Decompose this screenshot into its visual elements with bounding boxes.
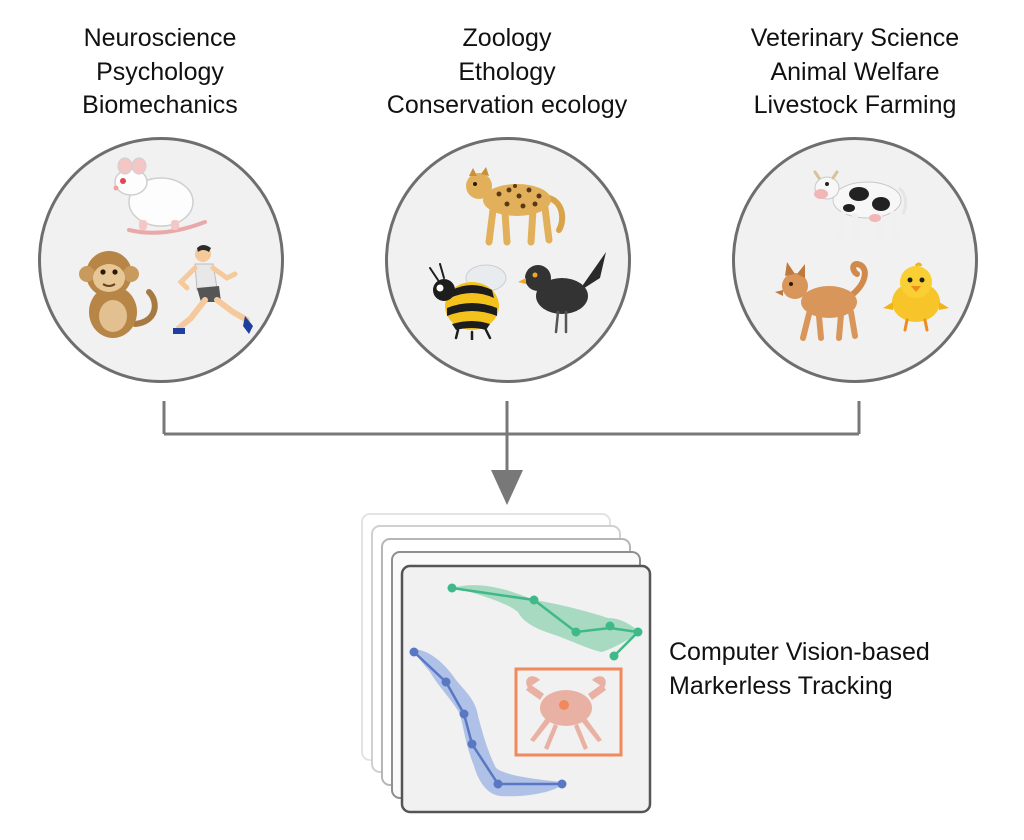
field-group-veterinary: Veterinary Science Animal Welfare Livest… <box>695 22 1015 123</box>
keypoint <box>557 779 567 789</box>
green-fish-silhouette <box>452 585 640 652</box>
tracking-label-line1: Computer Vision-based <box>669 638 930 666</box>
circle-zoology <box>385 137 631 383</box>
monkey-icon <box>79 251 158 338</box>
keypoint <box>441 677 451 687</box>
leopard-icon <box>466 167 566 246</box>
green-skeleton <box>451 586 641 657</box>
keypoint <box>529 595 539 605</box>
field-label: Psychology <box>96 57 224 86</box>
cow-icon <box>813 170 908 243</box>
rat-icon <box>113 157 207 235</box>
field-label: Conservation ecology <box>386 91 628 119</box>
circle-veterinary <box>732 137 978 383</box>
arrow-head-icon <box>491 470 523 505</box>
field-label: Biomechanics <box>82 91 238 119</box>
circle-neuro <box>38 137 284 383</box>
tracking-label: Computer Vision-based Markerless Trackin… <box>669 635 930 703</box>
field-label: Zoology <box>462 24 552 52</box>
keypoint <box>633 627 643 637</box>
crab-centroid-keypoint <box>559 700 569 710</box>
crab-bounding-box <box>514 667 623 757</box>
keypoint <box>493 779 503 789</box>
field-label: Ethology <box>458 57 556 86</box>
keypoint <box>467 739 477 749</box>
blackbird-icon <box>518 252 606 334</box>
keypoint <box>459 709 469 719</box>
blue-skeleton <box>413 651 562 786</box>
tracking-label-line2: Markerless Tracking <box>669 672 893 700</box>
keypoint <box>609 651 619 661</box>
field-group-zoology: Zoology Ethology Conservation ecology <box>347 22 667 123</box>
bee-icon <box>429 263 507 340</box>
keypoint <box>409 647 419 657</box>
chick-icon <box>883 262 949 332</box>
field-label: Neuroscience <box>83 24 237 52</box>
dog-icon <box>775 260 868 341</box>
runner-icon <box>173 245 253 334</box>
field-label: Livestock Farming <box>753 91 957 119</box>
field-group-neuro: Neuroscience Psychology Biomechanics <box>0 22 320 123</box>
field-label: Veterinary Science <box>750 24 960 52</box>
field-label: Animal Welfare <box>770 57 940 86</box>
keypoint <box>571 627 581 637</box>
keypoint <box>605 621 615 631</box>
keypoint <box>447 583 457 593</box>
blue-fish-silhouette <box>414 649 564 797</box>
